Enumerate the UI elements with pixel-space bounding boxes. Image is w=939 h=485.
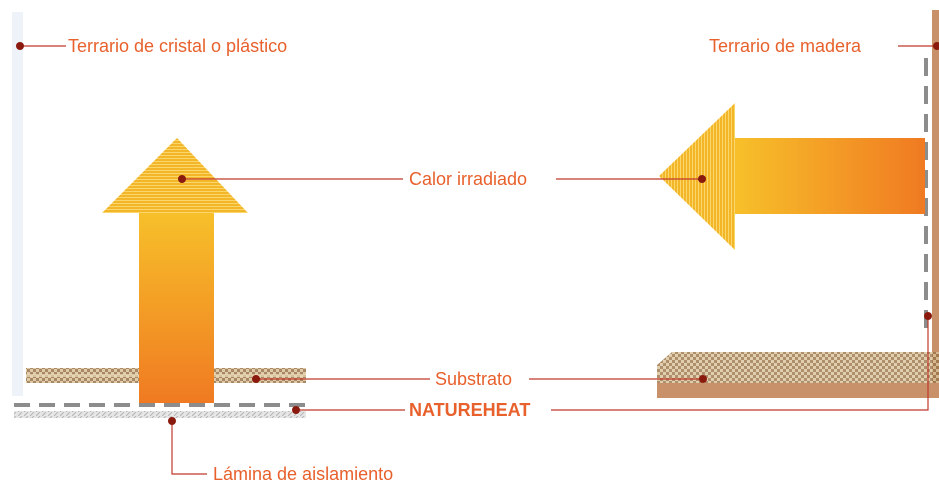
label-natureheat: NATUREHEAT bbox=[409, 400, 531, 420]
leader-lines bbox=[20, 45, 939, 475]
label-wood-terrarium: Terrario de madera bbox=[709, 36, 862, 56]
leader-insulation bbox=[171, 421, 207, 475]
wood-terrarium bbox=[657, 10, 939, 398]
dot-wood bbox=[933, 42, 939, 50]
glass-terrarium bbox=[12, 12, 306, 418]
leader-dots bbox=[16, 42, 939, 425]
dot-substrate-right bbox=[699, 375, 707, 383]
dot-insulation bbox=[168, 417, 176, 425]
dot-heat-left bbox=[178, 175, 186, 183]
dot-natureheat-right bbox=[924, 312, 932, 320]
label-glass-terrarium: Terrario de cristal o plástico bbox=[68, 36, 288, 56]
heat-arrow-left-shaft bbox=[735, 138, 925, 214]
insulation-sheet bbox=[14, 411, 306, 418]
dot-natureheat-left bbox=[292, 406, 300, 414]
label-radiated-heat: Calor irradiado bbox=[409, 169, 528, 189]
leader-natureheat-right bbox=[551, 316, 929, 411]
label-substrate: Substrato bbox=[435, 369, 513, 389]
dot-heat-right bbox=[698, 175, 706, 183]
heat-arrow-up-head bbox=[102, 138, 248, 213]
heat-arrow-left-head bbox=[659, 103, 735, 250]
dot-substrate-left bbox=[252, 375, 260, 383]
glass-wall bbox=[12, 12, 23, 396]
wood-wall bbox=[932, 10, 939, 398]
dot-glass bbox=[16, 42, 24, 50]
heat-arrow-up-shaft bbox=[139, 213, 214, 403]
label-insulation-sheet: Lámina de aislamiento bbox=[213, 464, 394, 484]
substrate-right bbox=[657, 352, 939, 384]
wood-floor bbox=[657, 383, 939, 398]
